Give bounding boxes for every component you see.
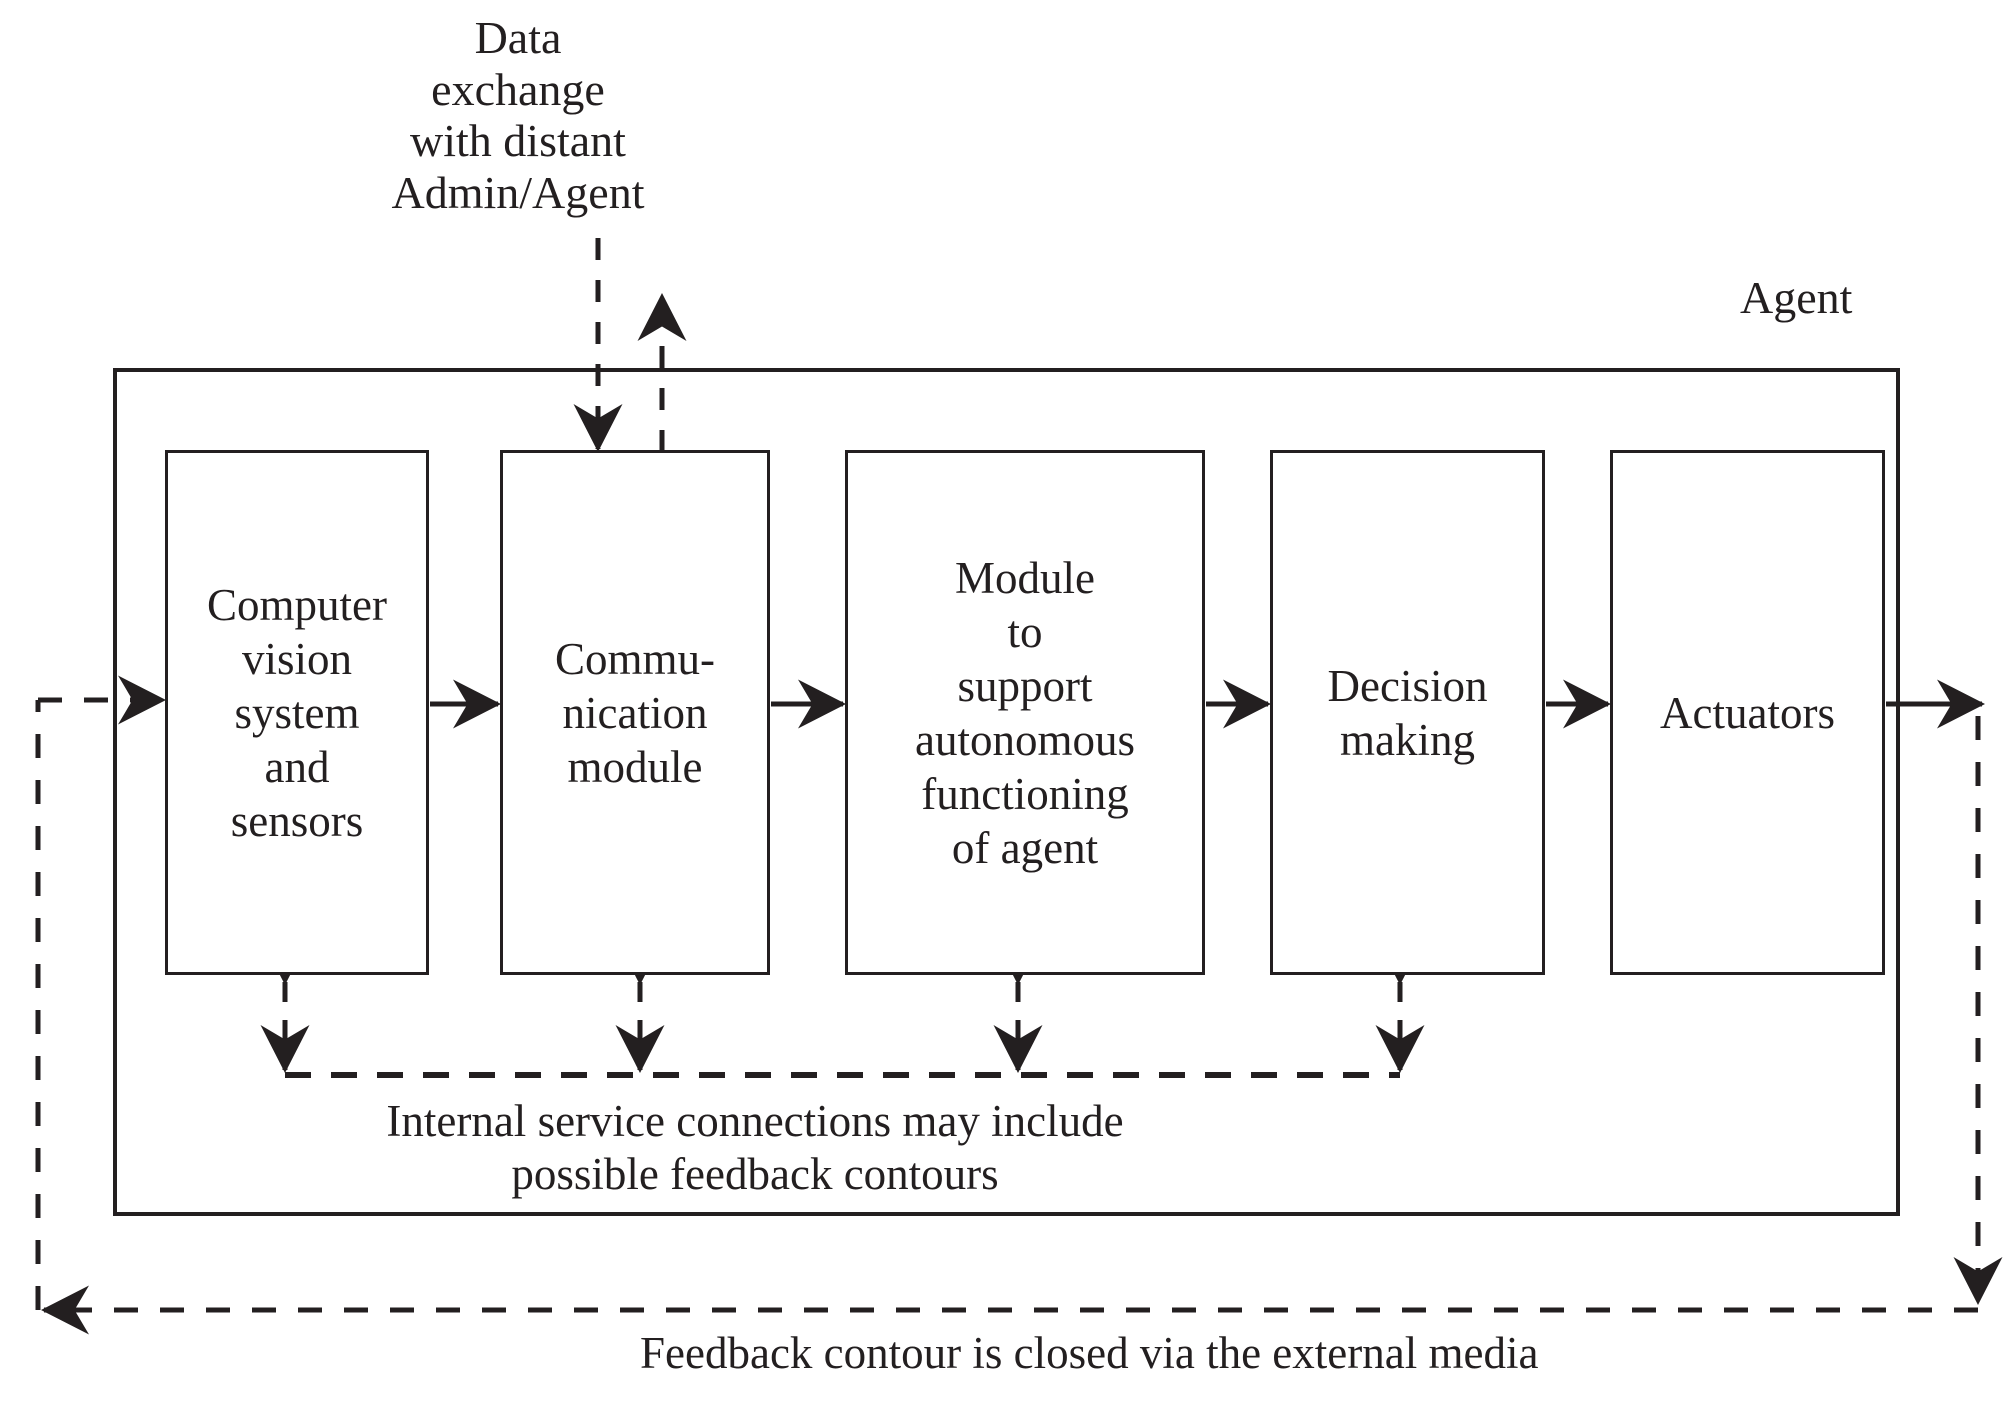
- block-label: Commu- nication module: [554, 633, 716, 792]
- block-label: Module to support autonomous functioning…: [915, 552, 1135, 873]
- agent-boundary: [113, 368, 1900, 1216]
- block-label: Decision making: [1327, 660, 1488, 765]
- feedback-contour-note: Feedback contour is closed via the exter…: [640, 1328, 1539, 1378]
- internal-service-connections-note: Internal service connections may include…: [386, 1096, 1124, 1200]
- block-label: Computer vision system and sensors: [207, 579, 387, 846]
- block-decision-making[interactable]: Decision making: [1270, 450, 1545, 975]
- block-label: Actuators: [1660, 687, 1835, 738]
- data-exchange-note: Data exchange with distant Admin/Agent: [391, 12, 645, 218]
- agent-label: Agent: [1740, 272, 1853, 323]
- block-autonomous-support-module[interactable]: Module to support autonomous functioning…: [845, 450, 1205, 975]
- block-communication-module[interactable]: Commu- nication module: [500, 450, 770, 975]
- block-computer-vision-system[interactable]: Computer vision system and sensors: [165, 450, 429, 975]
- block-actuators[interactable]: Actuators: [1610, 450, 1885, 975]
